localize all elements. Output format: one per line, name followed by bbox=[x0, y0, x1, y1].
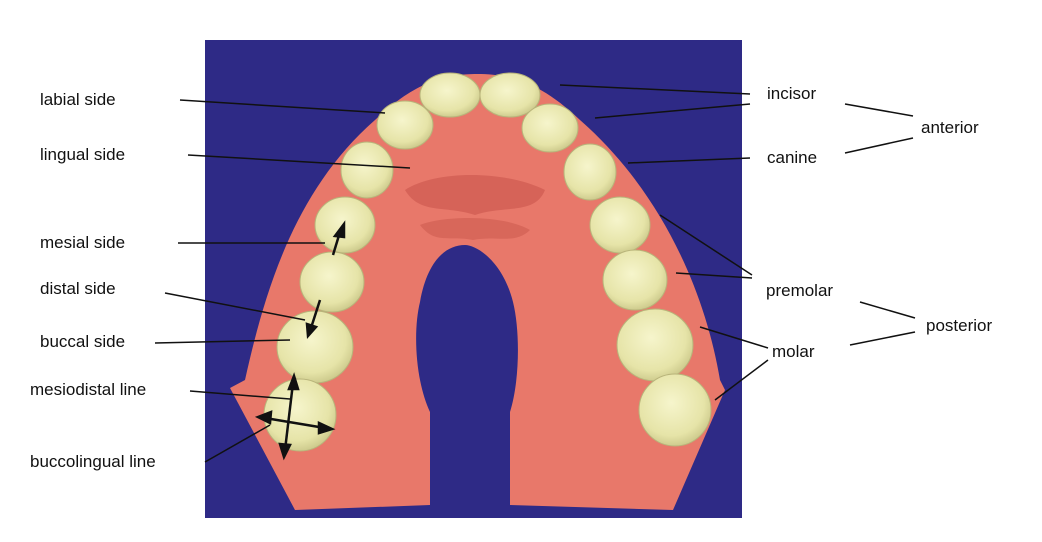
leader-anterior-b bbox=[844, 137, 914, 154]
label-mesial-side: mesial side bbox=[40, 233, 126, 252]
second-premolar-left bbox=[299, 251, 365, 313]
second-molar-left bbox=[263, 378, 337, 452]
distal-arrowhead bbox=[305, 322, 319, 340]
distal-arrow bbox=[309, 299, 322, 329]
mesiodistal-arrowhead-bottom bbox=[278, 442, 292, 461]
label-lingual-side: lingual side bbox=[40, 145, 126, 164]
label-anterior: anterior bbox=[921, 118, 979, 137]
mesiodistal-arrow bbox=[283, 382, 295, 451]
label-buccolingual-line: buccolingual line bbox=[30, 452, 156, 471]
label-distal-side: distal side bbox=[40, 279, 116, 298]
buccolingual-arrowhead-right bbox=[317, 421, 336, 435]
central-incisor-right bbox=[479, 72, 541, 118]
buccolingual-arrowhead-left bbox=[254, 410, 273, 425]
buccolingual-arrow bbox=[264, 416, 326, 430]
teeth-right bbox=[479, 72, 712, 447]
lateral-incisor-left bbox=[376, 100, 434, 150]
label-mesiodistal-line: mesiodistal line bbox=[30, 380, 147, 399]
central-incisor-left bbox=[419, 72, 481, 118]
lateral-incisor-right bbox=[521, 103, 579, 153]
leader-anterior-a bbox=[844, 103, 914, 117]
label-posterior: posterior bbox=[926, 316, 993, 335]
mesial-arrowhead bbox=[332, 220, 346, 239]
label-molar: molar bbox=[772, 342, 815, 361]
canine-left bbox=[340, 141, 394, 199]
label-labial-side: labial side bbox=[40, 90, 116, 109]
first-molar-right bbox=[616, 308, 694, 382]
second-molar-right bbox=[638, 373, 712, 447]
label-buccal-side: buccal side bbox=[40, 332, 126, 351]
leader-posterior-a bbox=[859, 301, 916, 319]
tooth-arrows bbox=[254, 220, 346, 461]
leader-posterior-b bbox=[849, 331, 916, 346]
dental-arch-figure bbox=[205, 40, 742, 518]
palate-rugae-2 bbox=[420, 218, 530, 240]
mesiodistal-arrowhead-top bbox=[287, 372, 300, 391]
palate-rugae bbox=[405, 175, 545, 215]
dental-arch-svg bbox=[205, 40, 742, 518]
first-premolar-right bbox=[589, 196, 651, 254]
second-premolar-right bbox=[602, 249, 668, 311]
label-premolar: premolar bbox=[766, 281, 834, 300]
label-canine: canine bbox=[767, 148, 818, 167]
canine-right bbox=[563, 143, 617, 201]
label-incisor: incisor bbox=[767, 84, 817, 103]
first-molar-left bbox=[276, 310, 354, 384]
